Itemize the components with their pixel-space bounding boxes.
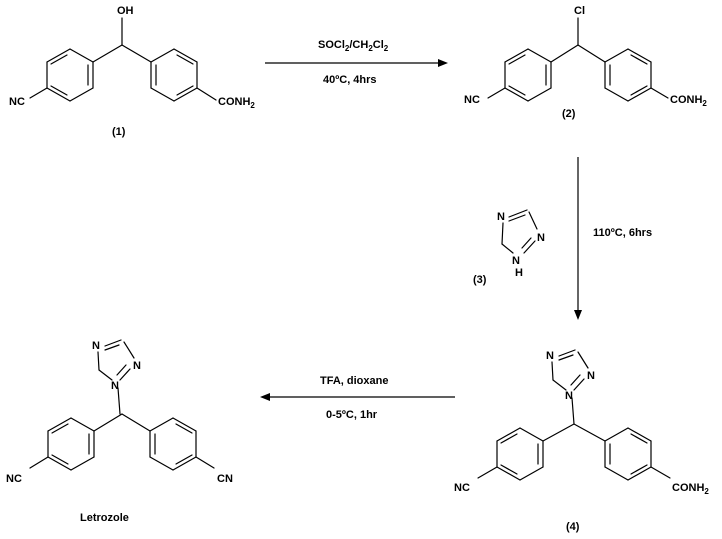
compound-2-left-ring: [504, 48, 552, 102]
compound-1-label: (1): [112, 126, 126, 138]
compound-4-triazole: [551, 349, 589, 391]
compound-3-n2: N: [537, 232, 545, 244]
step-3-conditions: 0-5ºC, 1hr: [326, 409, 378, 421]
step-3: TFA, dioxane 0-5ºC, 1hr: [260, 375, 455, 421]
compound-2: Cl NC CONH2 (2): [464, 5, 707, 120]
letrozole-nitrile-left: NC: [6, 473, 22, 485]
step-2: 110ºC, 6hrs: [574, 157, 652, 320]
step-1-arrowhead: [438, 59, 448, 67]
letrozole-label: Letrozole: [80, 512, 129, 524]
compound-1-left-ring: [46, 48, 94, 102]
letrozole-triazole: [97, 339, 135, 381]
step-1: SOCl2/CH2Cl2 40ºC, 4hrs: [265, 39, 448, 86]
compound-3: N N N H (3): [473, 209, 545, 286]
step-3-reagent: TFA, dioxane: [320, 375, 388, 387]
compound-4-nitrile: NC: [454, 482, 470, 494]
compound-1: OH NC CONH2 (1): [9, 5, 255, 138]
letrozole-left-ring: [47, 417, 95, 471]
letrozole-nitrile-right: CN: [217, 473, 233, 485]
step-3-arrowhead: [260, 393, 270, 401]
compound-3-label: (3): [473, 274, 487, 286]
letrozole-n-right: N: [133, 360, 141, 372]
letrozole: N N N NC CN Letrozole: [6, 339, 233, 524]
step-2-arrowhead: [574, 310, 582, 320]
compound-4-amide: CONH2: [672, 482, 709, 496]
compound-2-label: (2): [562, 108, 576, 120]
compound-3-nh: N: [512, 255, 520, 267]
letrozole-n-top: N: [92, 340, 100, 352]
compound-1-nitrile: NC: [9, 96, 25, 108]
step-1-reagent: SOCl2/CH2Cl2: [318, 39, 389, 53]
compound-3-h: H: [515, 267, 523, 279]
compound-3-n1: N: [497, 211, 505, 223]
compound-1-amide: CONH2: [218, 96, 255, 110]
compound-2-amide: CONH2: [670, 94, 707, 108]
compound-4-right-ring: [604, 427, 652, 481]
compound-4-n-top: N: [546, 350, 554, 362]
compound-2-right-ring: [604, 48, 652, 102]
compound-4-n-bottom: N: [565, 390, 573, 402]
compound-2-chloro: Cl: [574, 5, 585, 17]
letrozole-right-ring: [149, 417, 197, 471]
compound-4-left-ring: [496, 427, 544, 481]
letrozole-n-bottom: N: [111, 380, 119, 392]
compound-4-n-right: N: [587, 370, 595, 382]
compound-1-right-ring: [150, 48, 198, 102]
step-1-conditions: 40ºC, 4hrs: [323, 74, 377, 86]
compound-4-label: (4): [566, 521, 580, 533]
compound-1-oh: OH: [117, 5, 134, 17]
step-2-conditions: 110ºC, 6hrs: [593, 227, 652, 239]
compound-4: N N N NC CONH2 (4): [454, 349, 709, 533]
compound-2-nitrile: NC: [464, 94, 480, 106]
